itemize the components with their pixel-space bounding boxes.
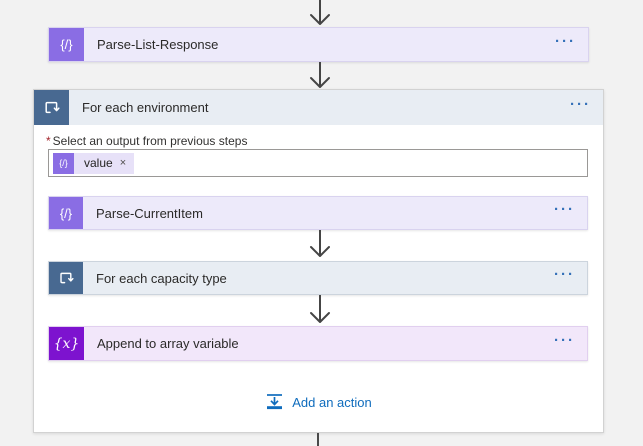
value-token-body: value × <box>74 152 135 174</box>
remove-token-icon[interactable]: × <box>119 156 127 169</box>
connector-arrow-inner-1 <box>307 230 333 258</box>
action-title: Parse-List-Response <box>97 37 219 52</box>
add-action-icon <box>265 393 284 411</box>
foreach-environment-header[interactable]: For each environment ··· <box>34 90 603 125</box>
variable-glyph: {x} <box>53 335 80 352</box>
action-foreach-capacity-type[interactable]: For each capacity type ··· <box>48 261 588 295</box>
add-action-label: Add an action <box>292 394 372 410</box>
action-parse-currentitem[interactable]: {/} Parse-CurrentItem ··· <box>48 196 588 230</box>
foreach-environment-menu-button[interactable]: ··· <box>562 97 603 116</box>
parse-json-glyph: {/} <box>59 205 73 221</box>
variable-icon: {x} <box>49 327 84 360</box>
foreach-capacity-type-menu-button[interactable]: ··· <box>546 267 587 286</box>
parse-list-response-menu-button[interactable]: ··· <box>547 34 588 53</box>
parse-json-token-icon: {/} <box>53 152 74 174</box>
value-token[interactable]: {/} value × <box>53 152 135 174</box>
connector-arrow-parse-to-scope <box>307 62 333 89</box>
parse-json-glyph: {/} <box>60 37 73 52</box>
output-field-label-text: Select an output from previous steps <box>52 134 248 148</box>
parse-currentitem-menu-button[interactable]: ··· <box>546 202 587 221</box>
action-parse-list-response[interactable]: {/} Parse-List-Response ··· <box>48 27 589 62</box>
parse-json-icon: {/} <box>49 28 84 61</box>
action-title: Append to array variable <box>97 336 239 351</box>
action-title: For each capacity type <box>96 270 227 286</box>
connector-arrow-top <box>307 0 333 26</box>
action-title: Parse-CurrentItem <box>96 205 203 221</box>
action-append-to-array-variable[interactable]: {x} Append to array variable ··· <box>48 326 588 361</box>
foreach-loop-icon <box>49 262 83 294</box>
foreach-environment-scope: For each environment ··· *Select an outp… <box>33 89 604 433</box>
value-token-label: value <box>84 156 113 170</box>
add-action-button[interactable]: Add an action <box>34 393 603 411</box>
append-to-array-menu-button[interactable]: ··· <box>546 333 587 352</box>
connector-arrow-inner-2 <box>307 295 333 324</box>
output-selection-input[interactable]: {/} value × <box>48 149 588 177</box>
foreach-loop-icon <box>34 90 69 125</box>
parse-json-token-glyph: {/} <box>59 158 68 168</box>
scope-title: For each environment <box>82 100 209 115</box>
parse-json-icon: {/} <box>49 197 83 229</box>
output-field-label: *Select an output from previous steps <box>46 134 247 148</box>
connector-line-bottom <box>317 433 319 446</box>
required-asterisk: * <box>46 134 51 148</box>
